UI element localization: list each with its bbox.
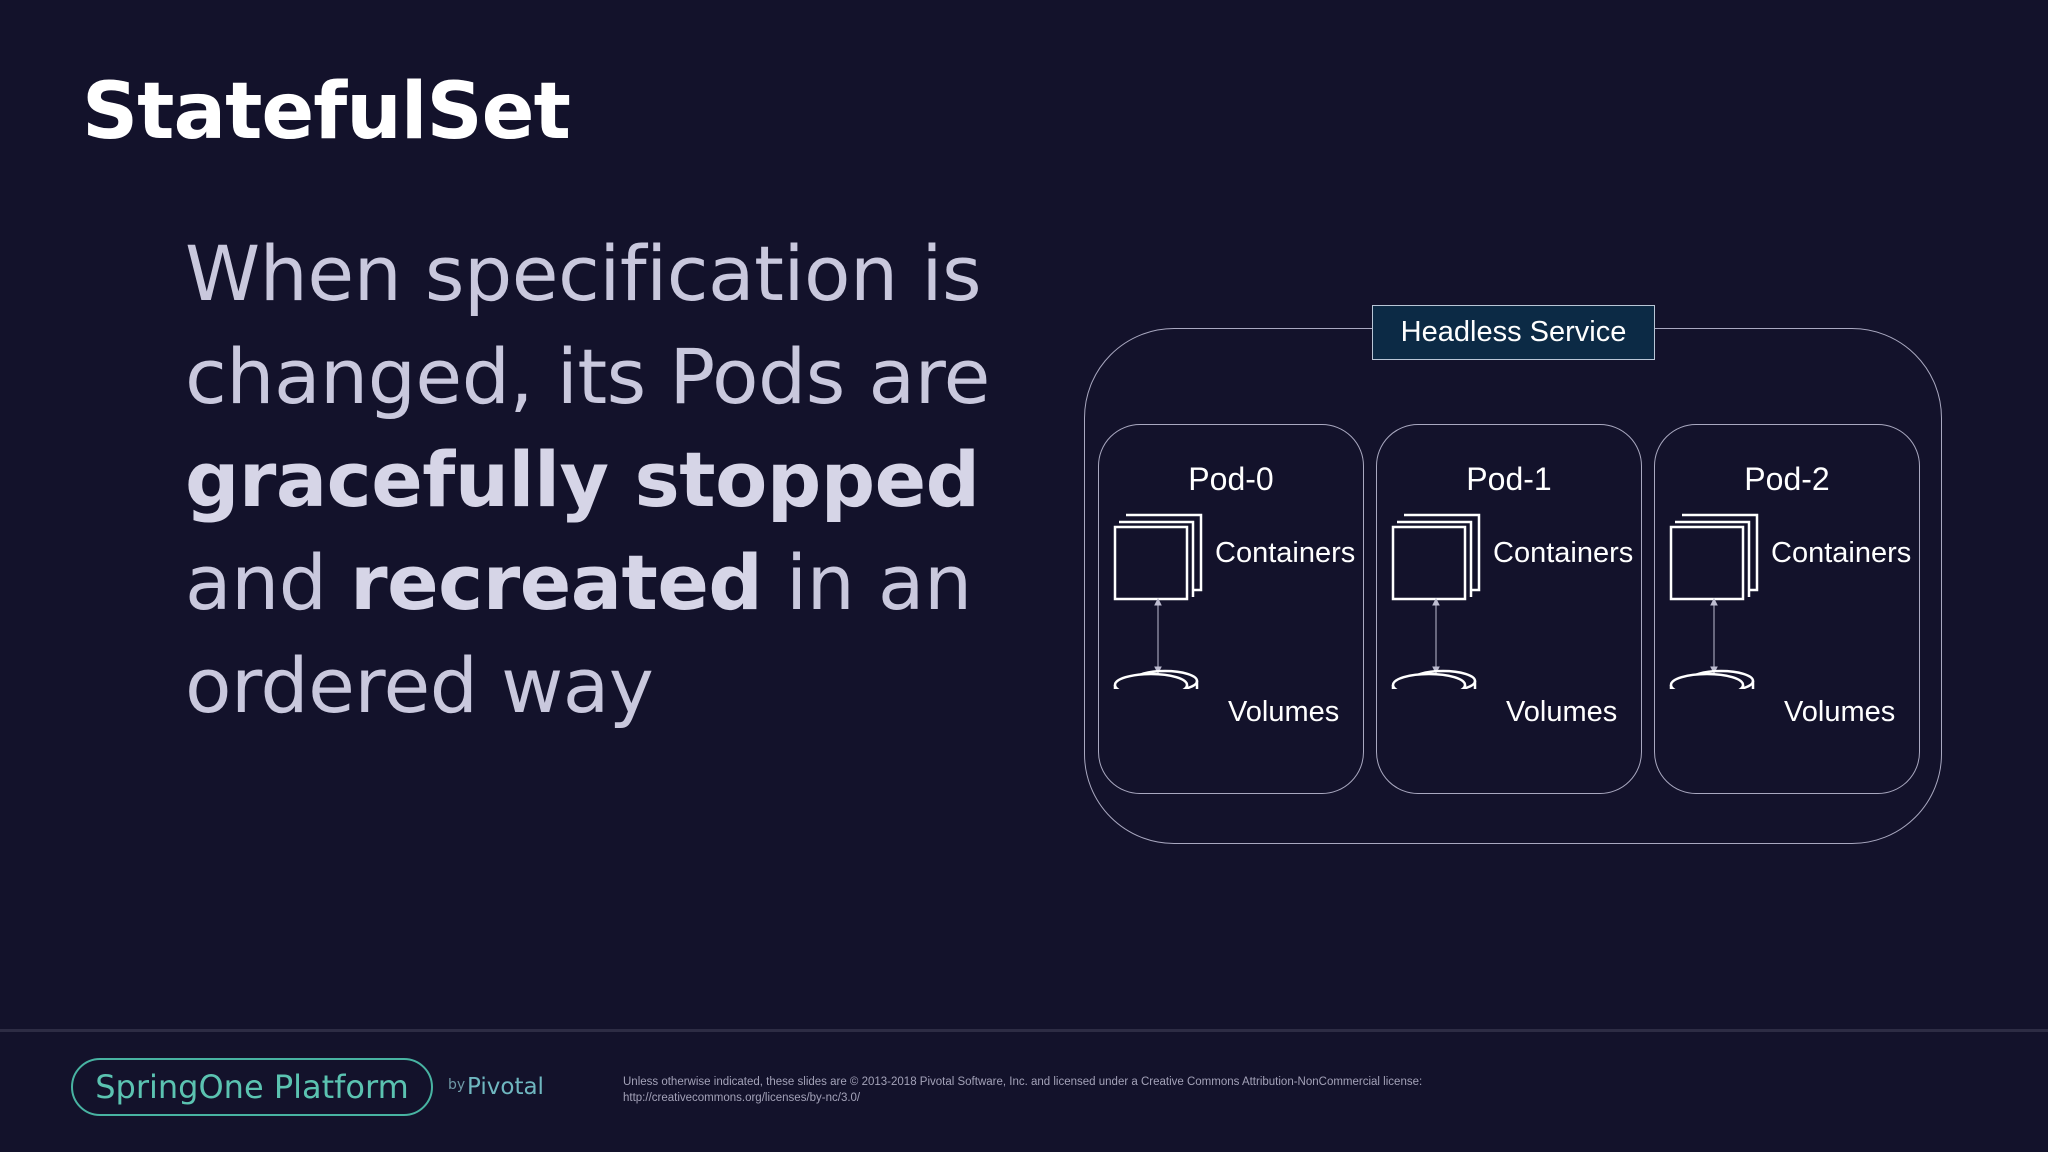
- footer-divider: [0, 1029, 2048, 1032]
- stacked-squares-icon: [1391, 513, 1481, 601]
- pod-icons: [1391, 513, 1481, 689]
- arrow-icon: [1154, 597, 1162, 675]
- legal-link: http://creativecommons.org/licenses/by-n…: [623, 1092, 861, 1104]
- pod-title: Pod-0: [1188, 461, 1274, 497]
- brand-by-label: by: [448, 1077, 466, 1093]
- pod-icons: [1669, 513, 1759, 689]
- headless-service-label: Headless Service: [1372, 305, 1655, 360]
- body-segment-bold: recreated: [350, 538, 763, 627]
- volumes-label: Volumes: [1506, 696, 1618, 728]
- body-segment: When specification is changed, its Pods …: [185, 229, 990, 421]
- volumes-label: Volumes: [1784, 696, 1896, 728]
- pod-box: Pod-0 Containers Volumes: [1098, 424, 1364, 794]
- containers-label: Containers: [1493, 537, 1634, 569]
- pod-title: Pod-2: [1744, 461, 1830, 497]
- database-icon: [1669, 669, 1755, 689]
- body-segment-bold: gracefully stopped: [185, 435, 980, 524]
- vendor-logo: Pivotal: [467, 1074, 544, 1100]
- stacked-squares-icon: [1113, 513, 1203, 601]
- legal-line: Unless otherwise indicated, these slides…: [623, 1076, 1423, 1088]
- containers-label: Containers: [1215, 537, 1356, 569]
- pod-title: Pod-1: [1466, 461, 1552, 497]
- arrow-icon: [1432, 597, 1440, 675]
- stacked-squares-icon: [1669, 513, 1759, 601]
- database-icon: [1391, 669, 1477, 689]
- legal-notice: Unless otherwise indicated, these slides…: [623, 1074, 1723, 1106]
- volumes-label: Volumes: [1228, 696, 1340, 728]
- pod-box: Pod-2 Containers Volumes: [1654, 424, 1920, 794]
- slide-title: StatefulSet: [82, 67, 571, 157]
- pod-box: Pod-1 Containers Volumes: [1376, 424, 1642, 794]
- arrow-icon: [1710, 597, 1718, 675]
- brand-logo: SpringOne Platform: [71, 1058, 433, 1116]
- pod-icons: [1113, 513, 1203, 689]
- containers-label: Containers: [1771, 537, 1912, 569]
- slide-body: When specification is changed, its Pods …: [185, 222, 1005, 737]
- database-icon: [1113, 669, 1199, 689]
- body-segment: in an ordered way: [185, 538, 972, 730]
- body-segment: and: [185, 538, 351, 627]
